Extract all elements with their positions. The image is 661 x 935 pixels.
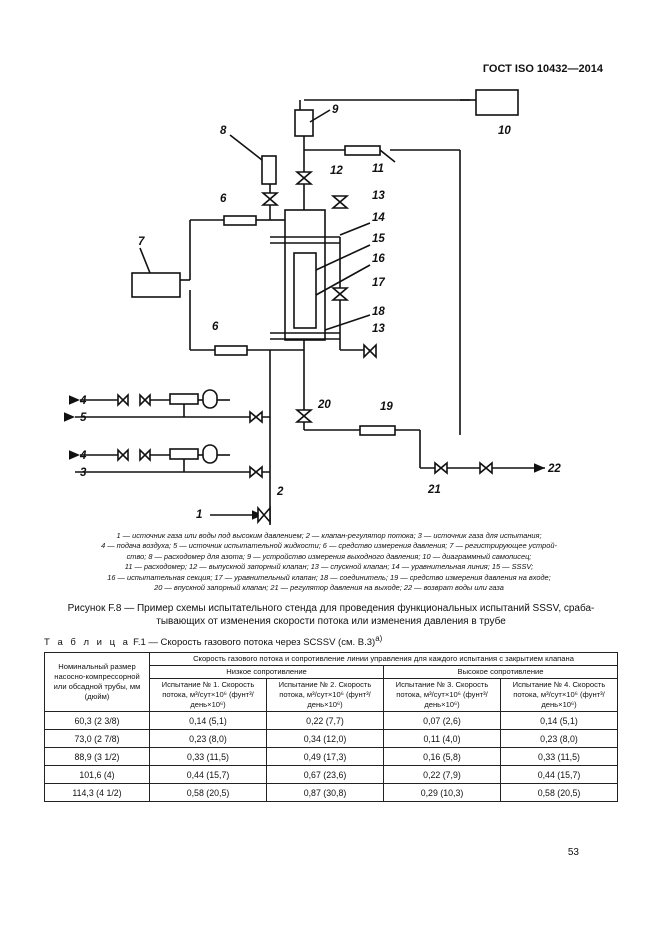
test-header: Испытание № 4. Скорость потока, м³/сут×1… (500, 678, 618, 712)
label-16: 16 (372, 253, 385, 265)
label-13b: 13 (372, 323, 385, 335)
table-caption-prefix: Т а б л и ц а (44, 637, 131, 649)
label-11: 11 (372, 163, 384, 175)
label-6b: 6 (212, 321, 219, 333)
legend-line: 1 — источник газа или воды под высоким д… (116, 531, 542, 540)
table-caption-text: F.1 — Скорость газового потока через SCS… (130, 637, 376, 649)
label-21: 21 (427, 484, 441, 496)
label-7: 7 (138, 236, 145, 248)
legend-line: ство; 8 — расходомер для азота; 9 — устр… (126, 551, 532, 561)
label-12: 12 (330, 165, 343, 177)
label-18: 18 (372, 306, 385, 318)
table-row: 114,3 (4 1/2) 0,58 (20,5) 0,87 (30,8) 0,… (44, 783, 618, 802)
legend-line: 20 — впускной запорный клапан; 21 — регу… (154, 583, 504, 593)
document-header: ГОСТ ISO 10432—2014 (482, 63, 603, 75)
low-resistance-header: Низкое сопротивление (149, 665, 384, 679)
legend-line: 16 — испытательная секция; 17 — уравните… (107, 572, 551, 582)
table-cell: 0,58 (20,5) (500, 783, 618, 802)
table-cell: 88,9 (3 1/2) (44, 747, 150, 766)
table-caption-footnote: а) (375, 634, 383, 643)
high-resistance-header: Высокое сопротивление (383, 665, 618, 679)
label-22: 22 (547, 463, 561, 475)
table-cell: 0,23 (8,0) (500, 729, 618, 748)
label-5: 5 (80, 412, 87, 424)
label-1: 1 (196, 509, 202, 521)
label-3: 3 (80, 467, 87, 479)
label-2: 2 (276, 486, 284, 498)
test-bench-schematic: 1 2 3 4 4 5 6 6 7 8 9 10 11 12 13 13 14 … (63, 89, 561, 525)
table-cell: 0,23 (8,0) (149, 729, 267, 748)
table-cell: 0,16 (5,8) (383, 747, 501, 766)
table-cell: 0,49 (17,3) (266, 747, 384, 766)
label-17: 17 (372, 277, 385, 289)
table-cell: 114,3 (4 1/2) (44, 783, 150, 802)
table-cell: 0,44 (15,7) (149, 765, 267, 784)
label-8a: 8 (220, 125, 227, 137)
table-cell: 0,87 (30,8) (266, 783, 384, 802)
table-cell: 0,67 (23,6) (266, 765, 384, 784)
label-10: 10 (498, 125, 511, 137)
figure-legend: 1 — источник газа или воды под высоким д… (44, 531, 614, 593)
table-cell: 0,33 (11,5) (500, 747, 618, 766)
label-15: 15 (372, 233, 385, 245)
group-header: Скорость газового потока и сопротивление… (149, 652, 618, 666)
table-cell: 0,33 (11,5) (149, 747, 267, 766)
label-6a: 6 (220, 193, 227, 205)
label-9: 9 (332, 104, 339, 116)
table-cell: 0,07 (2,6) (383, 711, 501, 730)
table-row: 88,9 (3 1/2) 0,33 (11,5) 0,49 (17,3) 0,1… (44, 747, 618, 766)
legend-line: 11 — расходомер; 12 — выпускной запорный… (124, 562, 534, 572)
label-4b: 4 (79, 450, 87, 462)
test-header: Испытание № 3. Скорость потока, м³/сут×1… (383, 678, 501, 712)
table-cell: 0,58 (20,5) (149, 783, 267, 802)
table-cell: 0,22 (7,7) (266, 711, 384, 730)
figure-caption-line: Рисунок F.8 — Пример схемы испытательног… (67, 603, 595, 614)
figure-caption: Рисунок F.8 — Пример схемы испытательног… (44, 602, 618, 628)
size-column-header: Номинальный размер насосно-компрессорной… (44, 652, 150, 712)
table-row: 73,0 (2 7/8) 0,23 (8,0) 0,34 (12,0) 0,11… (44, 729, 618, 748)
test-header: Испытание № 2. Скорость потока, м³/сут×1… (266, 678, 384, 712)
table-cell: 60,3 (2 3/8) (44, 711, 150, 730)
table-cell: 0,34 (12,0) (266, 729, 384, 748)
table-cell: 0,14 (5,1) (500, 711, 618, 730)
table-caption: Т а б л и ц а F.1 — Скорость газового по… (44, 634, 382, 648)
label-13a: 13 (372, 190, 385, 202)
table-row: 101,6 (4) 0,44 (15,7) 0,67 (23,6) 0,22 (… (44, 765, 618, 784)
table-cell: 0,44 (15,7) (500, 765, 618, 784)
test-header: Испытание № 1. Скорость потока, м³/сут×1… (149, 678, 267, 712)
table-cell: 0,14 (5,1) (149, 711, 267, 730)
table-cell: 101,6 (4) (44, 765, 150, 784)
table-cell: 73,0 (2 7/8) (44, 729, 150, 748)
table-cell: 0,29 (10,3) (383, 783, 501, 802)
table-cell: 0,11 (4,0) (383, 729, 501, 748)
legend-line: 4 — подача воздуха; 5 — источник испытат… (101, 541, 557, 551)
table-cell: 0,22 (7,9) (383, 765, 501, 784)
label-20: 20 (317, 399, 331, 411)
label-4a: 4 (79, 395, 87, 407)
gas-flow-table: Номинальный размер насосно-компрессорной… (44, 652, 618, 802)
page-number: 53 (567, 847, 579, 858)
label-14: 14 (372, 212, 385, 224)
label-19: 19 (380, 401, 393, 413)
table-row: 60,3 (2 3/8) 0,14 (5,1) 0,22 (7,7) 0,07 … (44, 711, 618, 730)
figure-caption-line: тывающих от изменения скорости потока ил… (156, 616, 506, 627)
